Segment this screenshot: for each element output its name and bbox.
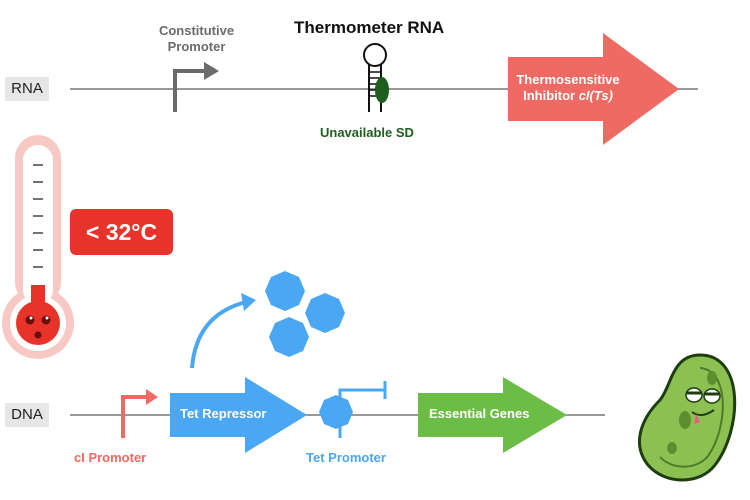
- constitutive-promoter-line-2: Promoter: [167, 39, 226, 54]
- thermometer-rna-label: Thermometer RNA: [294, 18, 445, 37]
- thermometer-icon: [2, 135, 74, 359]
- inhibitor-word: Inhibitor: [523, 88, 579, 103]
- unavailable-sd-label: Unavailable SD: [320, 125, 414, 140]
- curved-arrow: [190, 300, 247, 369]
- inhibitor-arrow: [508, 33, 679, 145]
- rna-row-label: RNA: [5, 77, 49, 101]
- inhibitor-line-1: Thermosensitive: [516, 72, 620, 87]
- constitutive-promoter-label: Constitutive Promoter: [139, 23, 254, 55]
- temperature-badge: < 32°C: [70, 209, 173, 255]
- promoter-arrow-icon: [173, 62, 219, 112]
- inhibitor-label: Thermosensitive Inhibitor cI(Ts): [508, 72, 628, 104]
- inhibitor-line-2: Inhibitor cI(Ts): [508, 88, 628, 104]
- constitutive-promoter-line-1: Constitutive: [158, 23, 235, 38]
- tet-repressor-arrow: [170, 377, 307, 453]
- essential-genes-label: Essential Genes: [429, 406, 530, 421]
- dna-row-label: DNA: [5, 403, 49, 427]
- essential-genes-arrow: [418, 377, 567, 453]
- bacterium-icon: [638, 353, 737, 482]
- tet-repressor-label: Tet Repressor: [180, 406, 267, 421]
- ci-promoter-label: cI Promoter: [74, 450, 147, 465]
- rna-hairpin-icon: [363, 43, 389, 112]
- tet-promoter-label: Tet Promoter: [306, 450, 386, 465]
- protein-icon: [265, 271, 345, 357]
- tet-promoter-icon: [319, 381, 387, 438]
- ci-promoter-arrow-icon: [121, 389, 158, 438]
- inhibitor-italic: cI(Ts): [578, 88, 613, 103]
